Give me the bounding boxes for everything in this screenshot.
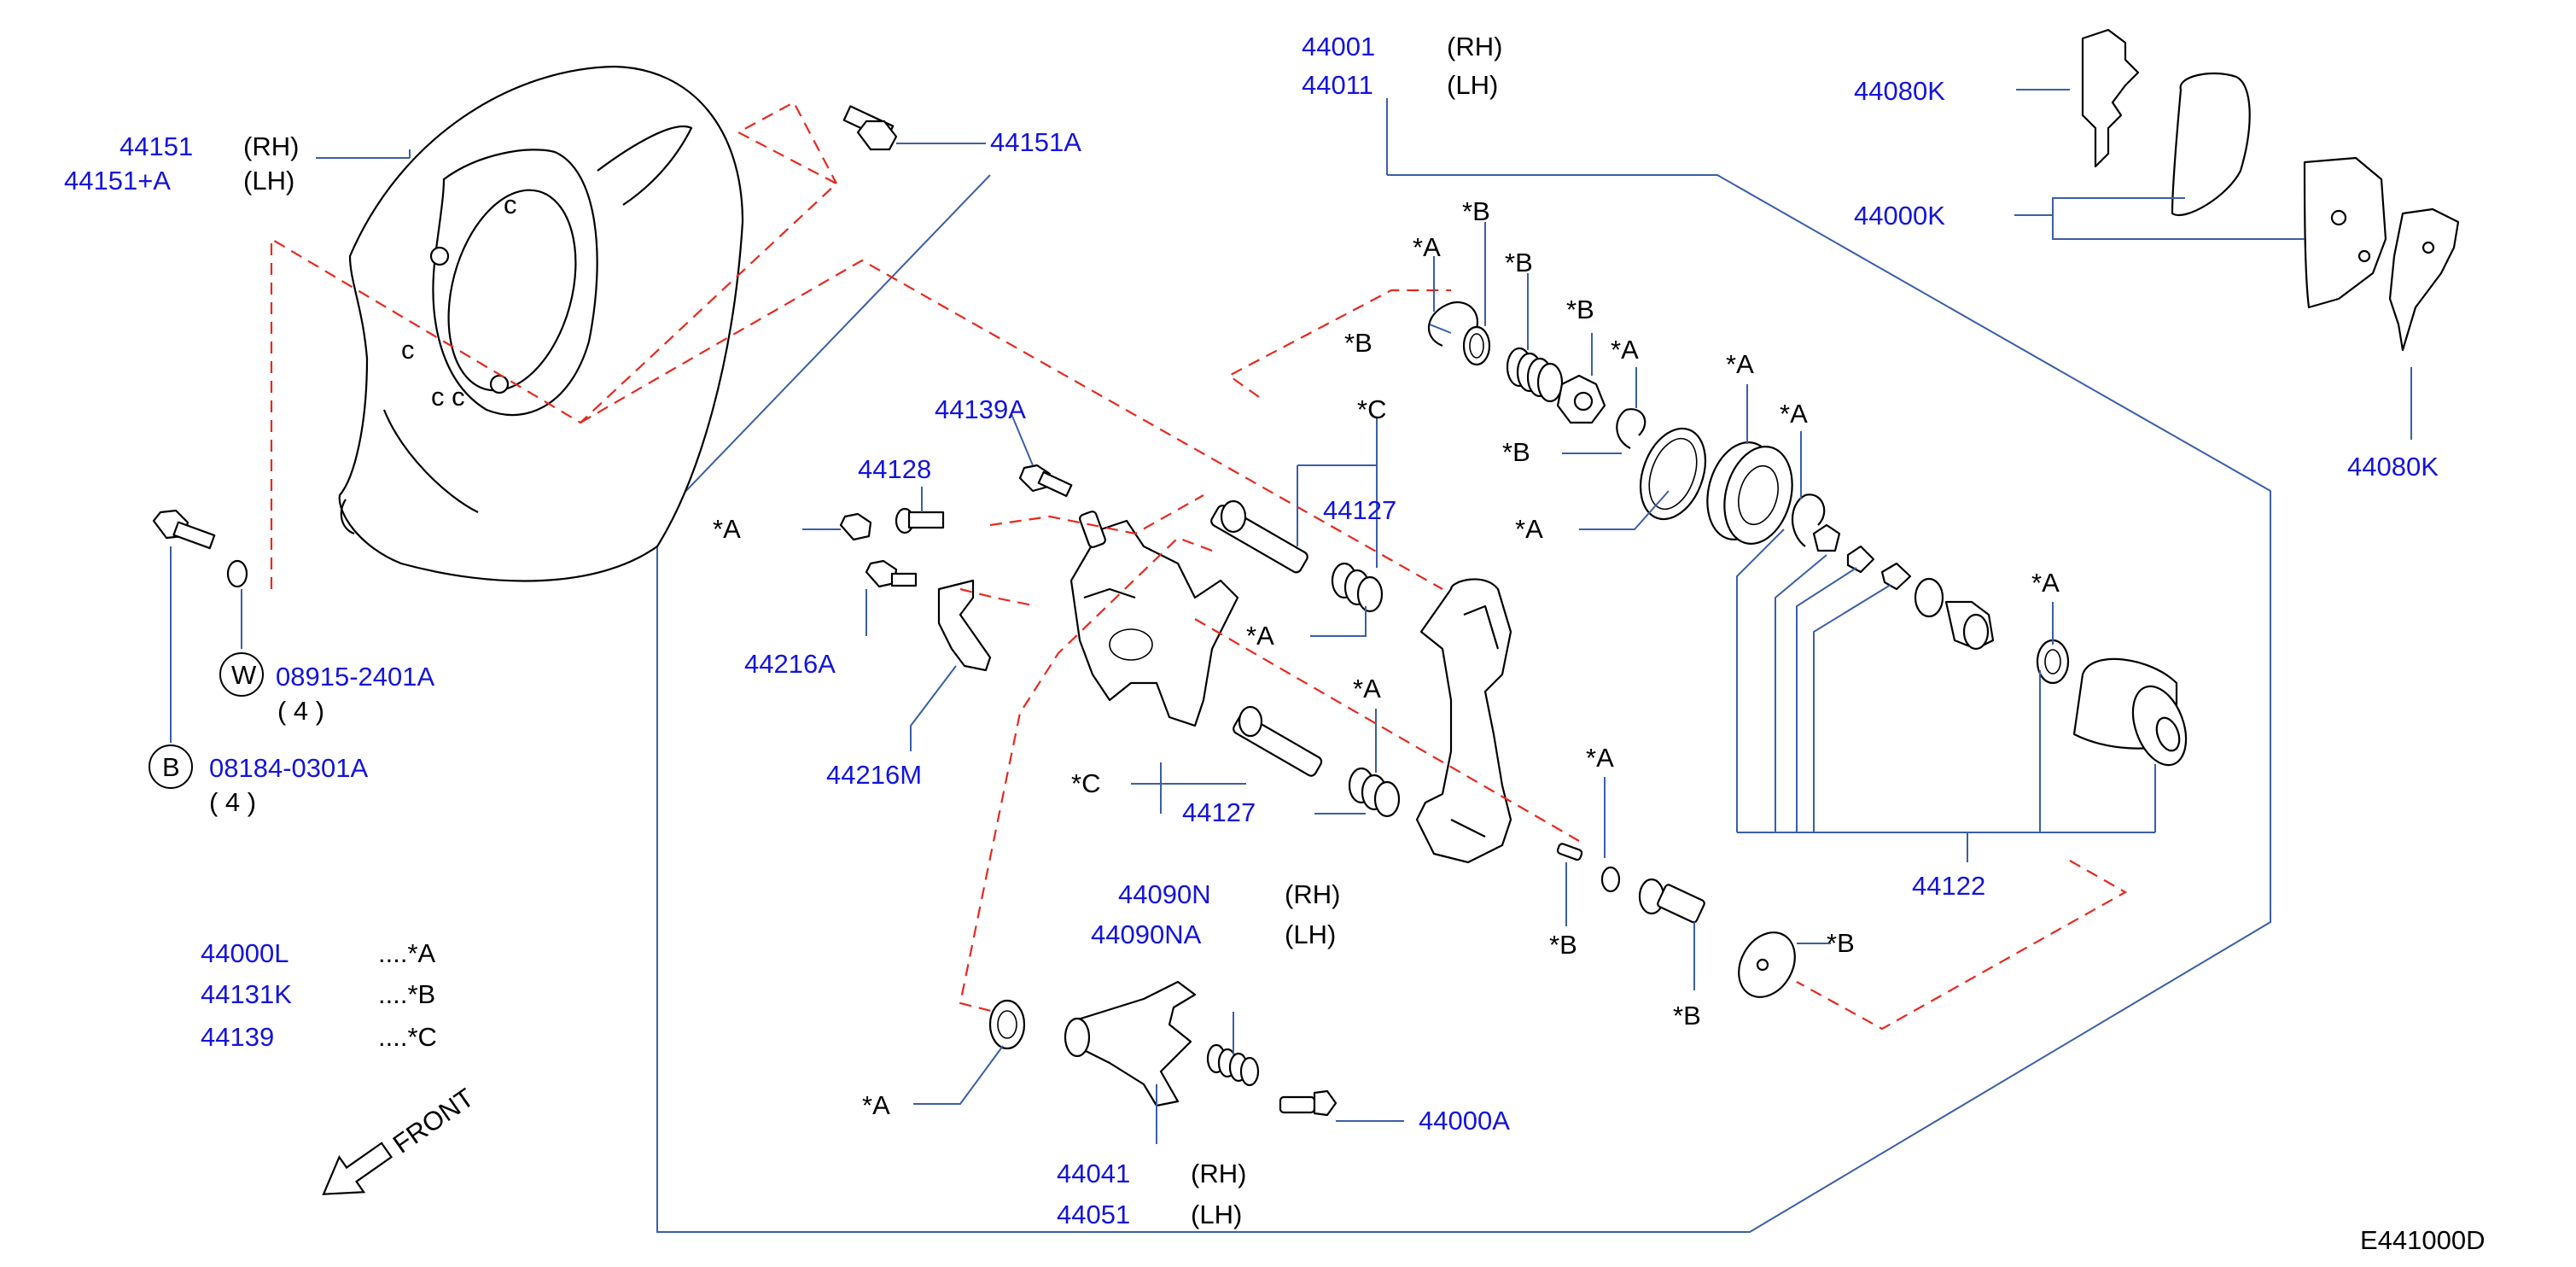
label-rh-1: (RH) — [243, 131, 299, 161]
label-rh-4: (RH) — [1191, 1159, 1246, 1188]
label-44051: 44051 — [1057, 1200, 1130, 1229]
label-44090NA: 44090NA — [1091, 920, 1202, 949]
label-44080K-bottom: 44080K — [2347, 452, 2439, 482]
label-44080K-top: 44080K — [1854, 76, 1945, 106]
spring-part — [1506, 347, 1564, 403]
pin-boot-top — [1331, 562, 1384, 613]
mark-a: *A — [862, 1090, 890, 1120]
label-44128: 44128 — [858, 454, 931, 484]
label-lh-2: (LH) — [1447, 70, 1498, 100]
brake-pad-set — [2081, 28, 2460, 352]
label-44151-a: 44151+A — [64, 166, 171, 196]
seal-ring-part — [1462, 325, 1491, 366]
snap-ring-part — [1427, 301, 1479, 347]
mark-a: *A — [1611, 335, 1639, 365]
label-44000A: 44000A — [1419, 1106, 1510, 1136]
bleeder-parts — [839, 464, 1073, 588]
mark-a: *A — [1413, 232, 1441, 262]
caliper-pin-bracket — [1064, 980, 1197, 1107]
w-symbol-circle — [219, 652, 264, 697]
small-parts-row — [1812, 523, 2070, 685]
caliper-spring-part — [1206, 1043, 1260, 1087]
washer-part — [226, 559, 248, 588]
svg-text:c: c — [401, 335, 415, 365]
label-rh-3: (RH) — [1285, 879, 1340, 909]
label-08184: 08184-0301A — [209, 753, 368, 783]
label-44127-top: 44127 — [1323, 495, 1396, 525]
label-lh-1: (LH) — [243, 166, 294, 196]
dust-shield-part: c c c c — [338, 65, 744, 582]
pin-boot-bottom — [1348, 767, 1401, 818]
diagram-id: E441000D — [2360, 1225, 2486, 1255]
caliper-body-part — [1069, 511, 1239, 727]
label-44041: 44041 — [1057, 1159, 1130, 1188]
label-44151: 44151 — [119, 131, 193, 161]
caliper-bleeder-part — [1279, 1089, 1338, 1117]
label-44216A: 44216A — [744, 649, 836, 679]
front-label: FRONT — [388, 1083, 480, 1159]
mark-a: *A — [1515, 514, 1543, 544]
mark-a: *A — [1246, 621, 1274, 651]
legend-part-3: 44139 — [201, 1022, 274, 1052]
w-symbol-letter: W — [231, 660, 257, 690]
svg-text:c c: c c — [431, 382, 465, 412]
label-qty-w: ( 4 ) — [277, 696, 324, 726]
mark-leaders — [802, 222, 2054, 1144]
cup-part — [1640, 427, 1706, 521]
mark-a: *A — [713, 514, 741, 544]
label-rh-2: (RH) — [1447, 32, 1502, 61]
mark-a: *A — [1780, 399, 1808, 429]
legend-mark-1: ....*A — [378, 938, 436, 968]
bearing-part — [1706, 441, 1793, 545]
label-44001: 44001 — [1302, 32, 1375, 61]
label-qty-b: ( 4 ) — [209, 787, 256, 817]
label-lh-3: (LH) — [1285, 920, 1336, 949]
dust-shield-mark: c — [504, 190, 517, 219]
mark-b: *B — [1549, 930, 1577, 960]
mark-b: *B — [1673, 1001, 1701, 1031]
pad-clip-part — [937, 579, 992, 672]
b-symbol-letter: B — [162, 752, 180, 782]
b-symbol-circle — [149, 744, 193, 789]
piston-seal-part — [988, 999, 1026, 1050]
mark-c: *C — [1357, 394, 1386, 424]
legend-part-1: 44000L — [201, 938, 288, 968]
mark-b: *B — [1462, 196, 1490, 226]
mark-b: *B — [1827, 928, 1855, 958]
label-44151A: 44151A — [990, 127, 1081, 157]
guide-pin-bottom — [1233, 705, 1323, 777]
mark-c: *C — [1071, 768, 1100, 798]
mark-a: *A — [1726, 349, 1754, 379]
adjuster-nut-part — [1556, 374, 1606, 424]
mark-b: *B — [1344, 328, 1373, 358]
mark-a: *A — [2031, 568, 2060, 598]
mark-a: *A — [1353, 674, 1381, 704]
label-44090N: 44090N — [1118, 879, 1211, 909]
label-44011: 44011 — [1302, 70, 1373, 100]
label-44000K: 44000K — [1854, 201, 1945, 231]
piston-part — [2072, 657, 2188, 767]
label-08915: 08915-2401A — [276, 662, 434, 692]
mark-b: *B — [1502, 437, 1530, 467]
front-arrow — [322, 1141, 393, 1195]
adjuster-spindle-part — [1556, 843, 1796, 998]
mark-b: *B — [1505, 248, 1533, 277]
torque-member-part — [1415, 578, 1512, 864]
label-44127-bottom: 44127 — [1182, 797, 1256, 827]
shield-bolt-part — [842, 105, 898, 151]
guide-pin-top — [1210, 499, 1308, 574]
label-44139A: 44139A — [935, 394, 1026, 424]
mark-b: *B — [1566, 295, 1594, 324]
mount-bolt-part — [152, 509, 216, 550]
label-44216M: 44216M — [826, 760, 922, 790]
label-44122: 44122 — [1912, 871, 1985, 901]
legend-mark-2: ....*B — [378, 979, 435, 1009]
label-lh-4: (LH) — [1191, 1200, 1242, 1229]
mark-a: *A — [1586, 743, 1614, 773]
legend-part-2: 44131K — [201, 979, 292, 1009]
legend-mark-3: ....*C — [378, 1022, 437, 1052]
assembly-boundary — [656, 174, 2271, 1233]
